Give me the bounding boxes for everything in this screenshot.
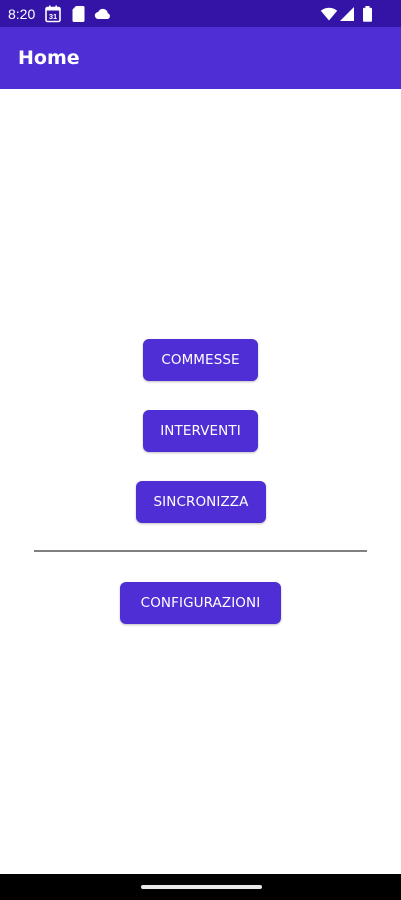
commesse-button[interactable]: COMMESSE [143,339,258,381]
home-gesture-handle[interactable] [141,885,262,889]
status-time: 8:20 [8,6,36,22]
configurazioni-button[interactable]: CONFIGURAZIONI [120,582,281,624]
status-bar: 8:20 31 [0,0,401,27]
wifi-icon [320,7,338,21]
signal-icon [340,7,354,21]
divider [34,550,367,552]
cloud-icon [94,8,110,20]
interventi-button[interactable]: INTERVENTI [143,410,258,452]
calendar-day-text: 31 [49,12,57,21]
page-title: Home [18,47,80,69]
sincronizza-button[interactable]: SINCRONIZZA [136,481,266,523]
navigation-bar [0,874,401,900]
app-bar: Home [0,27,401,89]
battery-icon [363,6,372,22]
sim-card-icon [72,6,85,22]
calendar-icon: 31 [45,5,61,23]
